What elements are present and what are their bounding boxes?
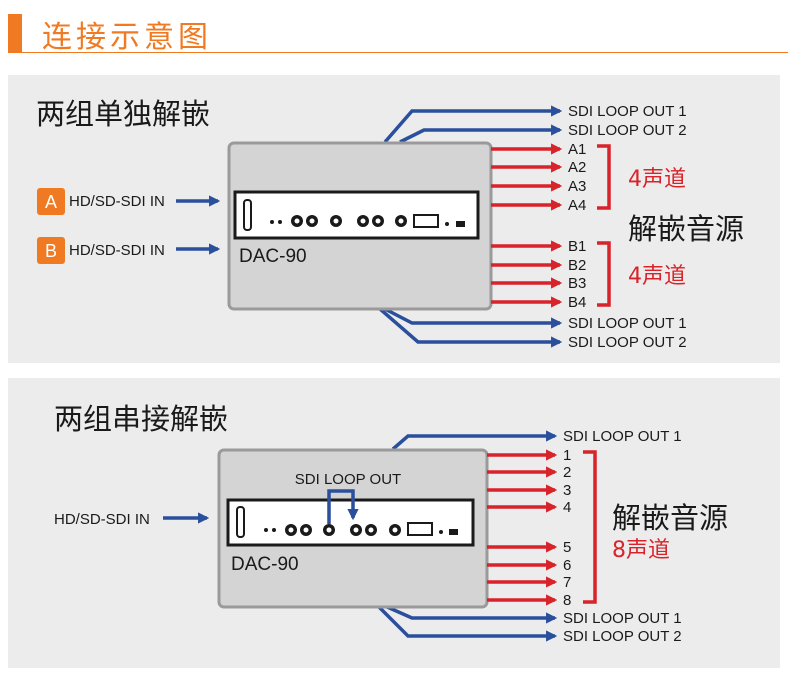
panel-handle-icon [243, 199, 252, 231]
channel-b2-label: B2 [568, 257, 586, 274]
p2-loop-bottom-2-arrow [376, 604, 558, 642]
channel-count: 8声道 [612, 538, 670, 563]
group-a-channels: 4声道 [628, 167, 686, 192]
p2-channel-3-label: 3 [563, 482, 571, 499]
internal-loop-arrow [327, 489, 359, 524]
input-b-label: HD/SD-SDI IN [69, 242, 165, 259]
input-b-badge-text: B [45, 241, 57, 261]
internal-loop-label: SDI LOOP OUT [295, 471, 401, 488]
group-b-channels: 4声道 [628, 264, 686, 289]
loop-top-2-label: SDI LOOP OUT 2 [568, 122, 687, 139]
power-switch-icon [456, 221, 465, 227]
source-label-2: 解嵌音源 [612, 501, 728, 535]
port-icon [413, 214, 439, 228]
input-a-badge-text: A [45, 192, 57, 212]
bnc-connectors-1 [291, 215, 407, 227]
loop-bottom-1-arrow [384, 307, 563, 329]
panel-independent: 两组单独解嵌 SDI LOOP OUT 1 SDI LOOP OUT 2 SDI… [8, 75, 780, 363]
device-label-1: DAC-90 [239, 246, 307, 267]
panel1-title: 两组单独解嵌 [36, 97, 210, 131]
input-a-badge [37, 188, 65, 215]
input-b-badge [37, 237, 65, 264]
header-divider [8, 52, 788, 53]
bracket-b [597, 241, 611, 307]
p2-loop-top-1-arrow [391, 430, 558, 451]
led-icon [270, 220, 274, 224]
channel-a1-label: A1 [568, 141, 586, 158]
p2-channel-2-label: 2 [563, 464, 571, 481]
p2-loop-bottom-1-arrow [384, 604, 558, 624]
p2-loop-bottom-2-label: SDI LOOP OUT 2 [563, 628, 682, 645]
led-icon [272, 528, 276, 532]
led-icon [278, 220, 282, 224]
p2-channel-8-label: 8 [563, 592, 571, 609]
port-icon [407, 522, 433, 536]
page-title: 连接示意图 [42, 20, 212, 55]
p2-channel-6-label: 6 [563, 557, 571, 574]
p2-channel-4-label: 4 [563, 499, 571, 516]
channel-b4-label: B4 [568, 294, 586, 311]
channel-b1-label: B1 [568, 238, 586, 255]
loop-top-1-arrow [383, 105, 563, 144]
bracket-all [583, 450, 597, 604]
channel-a4-label: A4 [568, 197, 586, 214]
bracket-a [597, 144, 611, 210]
p2-channel-1-label: 1 [563, 447, 571, 464]
panel-cascade: 两组串接解嵌 SDI LOOP OUT 1 SDI LOOP OUT 1 SDI… [8, 378, 780, 668]
panel2-title: 两组串接解嵌 [54, 402, 228, 436]
channel-b3-label: B3 [568, 275, 586, 292]
panel-handle-icon [236, 506, 245, 538]
loop-top-2-arrow [399, 124, 563, 144]
p2-input-label: HD/SD-SDI IN [54, 511, 150, 528]
led-icon [264, 528, 268, 532]
p2-loop-top-1-label: SDI LOOP OUT 1 [563, 428, 682, 445]
p2-channel-7-label: 7 [563, 574, 571, 591]
loop-bottom-2-arrow [378, 307, 563, 348]
header-accent-bar [8, 14, 22, 53]
loop-top-1-label: SDI LOOP OUT 1 [568, 103, 687, 120]
channel-a3-label: A3 [568, 178, 586, 195]
p2-loop-bottom-1-label: SDI LOOP OUT 1 [563, 610, 682, 627]
loop-bottom-2-label: SDI LOOP OUT 2 [568, 334, 687, 351]
device-front-panel-1 [233, 190, 480, 240]
channel-a2-label: A2 [568, 159, 586, 176]
led-icon [445, 222, 449, 226]
p2-channel-5-label: 5 [563, 539, 571, 556]
bnc-connectors-2 [285, 524, 401, 536]
loop-bottom-1-label: SDI LOOP OUT 1 [568, 315, 687, 332]
source-label-1: 解嵌音源 [628, 212, 744, 246]
power-switch-icon [449, 529, 458, 535]
device-label-2: DAC-90 [231, 554, 299, 575]
input-a-label: HD/SD-SDI IN [69, 193, 165, 210]
device-front-panel-2 [226, 498, 475, 547]
led-icon [439, 530, 443, 534]
